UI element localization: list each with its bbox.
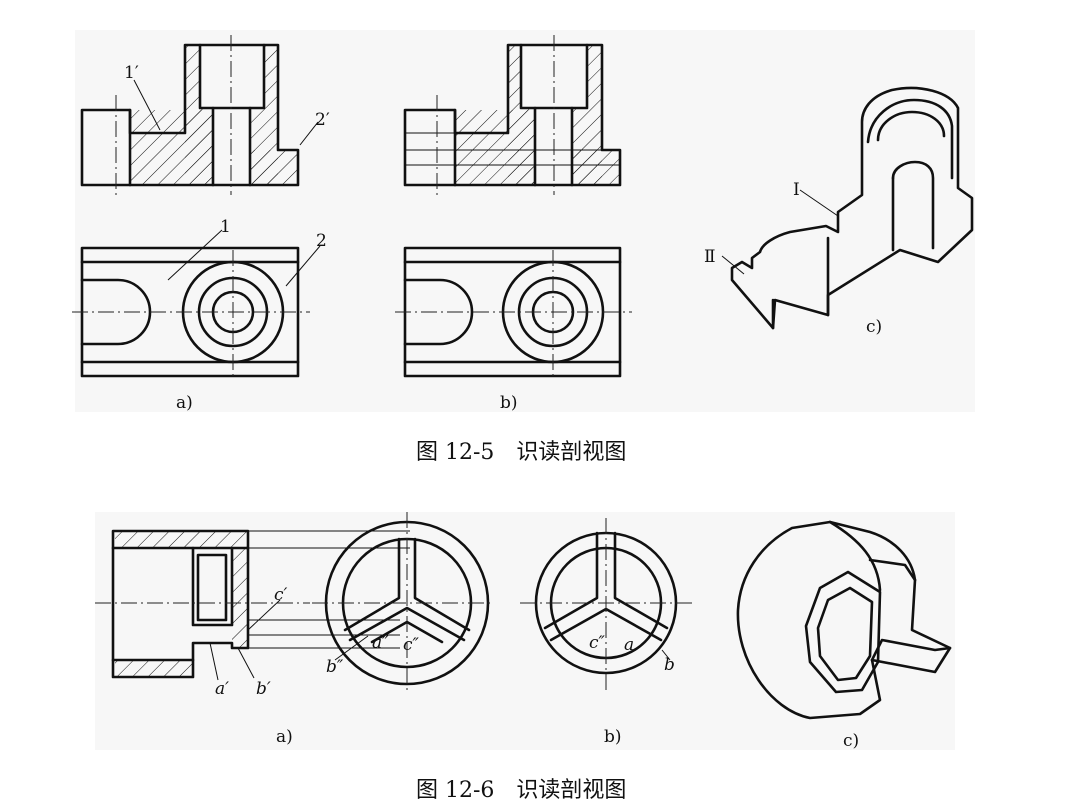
fig5a-front-section [80,35,319,195]
callout-a-double-prime: a″ [372,633,389,653]
callout-2-prime: 2′ [315,110,330,130]
fig6b-view [520,518,692,690]
callout-a-prime: a′ [215,679,229,699]
callout-roman-2: Ⅱ [704,247,716,267]
fig6a-front-section [95,529,410,681]
callout-b-b: b [664,655,675,675]
fig6c-isometric-section [736,520,952,720]
figure-12-6: c′ a′ b′ b″ a″ c″ a) c″ a b [95,512,955,803]
callout-b-prime: b′ [256,679,271,699]
callout-roman-1: Ⅰ [793,180,800,200]
fig5c-isometric-section [721,86,974,330]
fig5b-front-section [403,35,622,195]
fig5-sublabel-c: c) [866,317,882,337]
callout-c-double-prime: c″ [403,635,420,655]
callout-c-double-prime-b: c″ [589,633,606,653]
fig6-sublabel-b: b) [604,727,622,747]
fig6-sublabel-a: a) [276,727,293,747]
callout-b-double-prime: b″ [326,657,344,677]
callout-1-prime: 1′ [124,63,139,83]
callout-1: 1 [220,217,231,237]
callout-2: 2 [316,231,327,251]
fig5-sublabel-b: b) [500,393,518,413]
fig6-sublabel-c: c) [843,731,859,751]
figure-12-5: 1′ 2′ 1 2 a) [72,30,975,465]
fig5b-top-view [395,246,632,378]
fig5-sublabel-a: a) [176,393,193,413]
fig6a-side-view [312,512,490,690]
callout-a-b: a [624,635,634,655]
callout-c-prime: c′ [274,585,288,605]
figure-12-5-caption: 图 12-5 识读剖视图 [416,440,626,465]
fig5a-top-view [72,229,321,378]
figure-12-6-caption: 图 12-6 识读剖视图 [416,778,626,803]
